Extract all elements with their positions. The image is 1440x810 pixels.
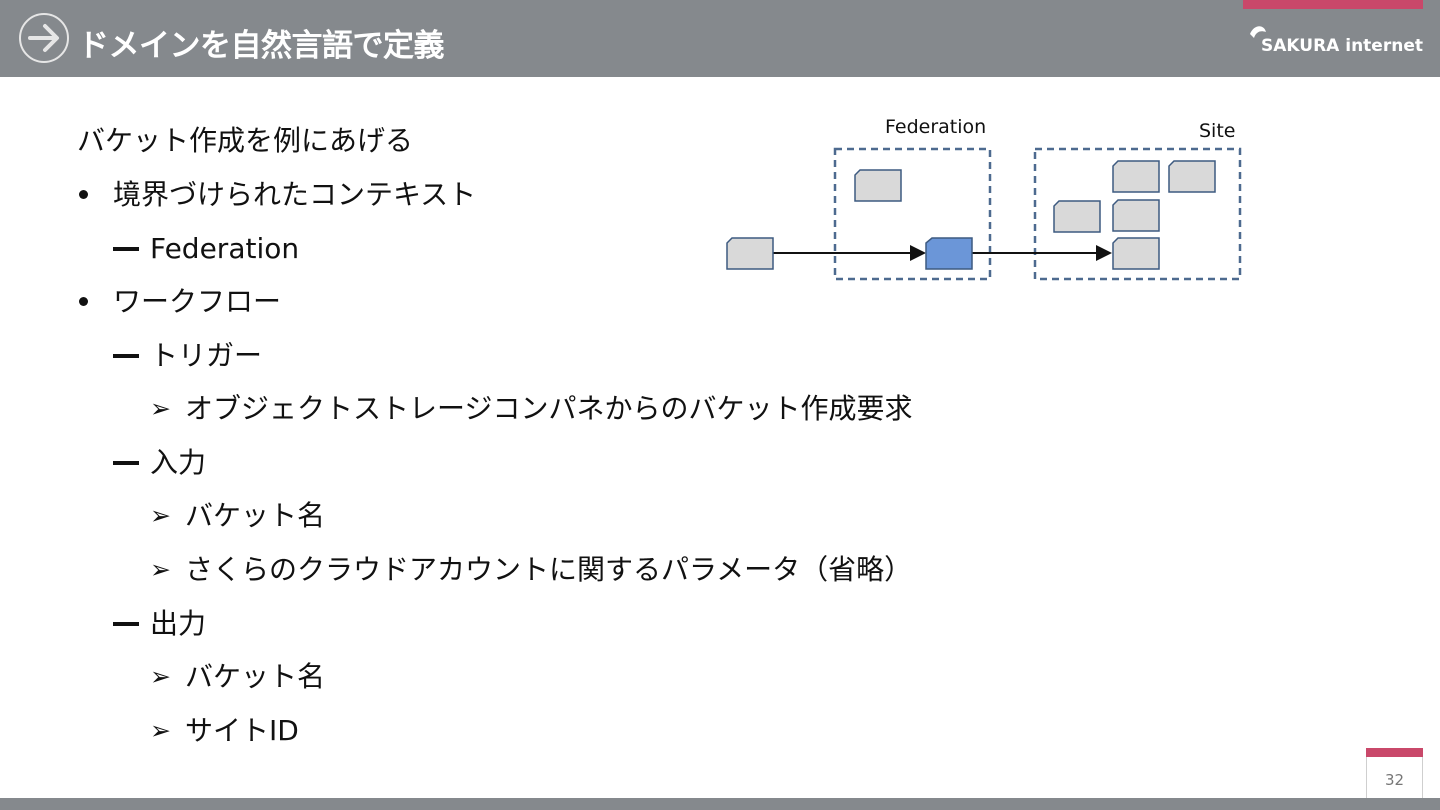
federation-label: Federation <box>885 116 987 138</box>
page-title: ドメインを自然言語で定義 <box>78 28 445 64</box>
sub-output: 出力 <box>150 607 207 640</box>
site-label: Site <box>1199 120 1236 142</box>
sakura-mark-icon <box>1250 26 1266 38</box>
item-output-bucket-name: バケット名 <box>185 660 326 693</box>
item-input-bucket-name: バケット名 <box>185 499 326 532</box>
dash-marker <box>113 622 139 626</box>
site-card <box>1053 200 1101 233</box>
logo-text: SAKURA internet <box>1261 36 1423 56</box>
arrowhead-marker: ➢ <box>150 501 171 530</box>
arrowhead-marker: ➢ <box>150 662 171 691</box>
sub-federation: Federation <box>150 232 300 265</box>
sakura-logo: SAKURA internet <box>1248 22 1423 60</box>
diagram-canvas <box>726 147 1242 281</box>
arrowhead-marker: ➢ <box>150 394 171 423</box>
page-number-box: 32 <box>1366 748 1423 803</box>
federation-card-active <box>925 237 973 270</box>
bullet-workflow: ワークフロー <box>113 285 282 318</box>
item-input-account-params: さくらのクラウドアカウントに関するパラメータ（省略） <box>185 553 913 586</box>
footer-bar <box>0 798 1440 810</box>
site-card <box>1168 160 1216 193</box>
bullet-context: 境界づけられたコンテキスト <box>113 178 477 211</box>
federation-card-idle <box>854 169 902 202</box>
sub-trigger: トリガー <box>150 339 263 372</box>
header-accent <box>1243 0 1423 9</box>
bullet-dot <box>79 297 88 306</box>
site-card <box>1112 237 1160 270</box>
federation-site-diagram: Federation Site <box>720 110 1280 300</box>
arrow-circle-icon <box>19 13 69 63</box>
site-box <box>1033 147 1242 281</box>
dash-marker <box>113 461 139 465</box>
page-number: 32 <box>1384 771 1405 789</box>
site-card <box>1112 199 1160 232</box>
item-trigger-request: オブジェクトストレージコンパネからのバケット作成要求 <box>185 392 913 425</box>
bullet-dot <box>79 190 88 199</box>
sub-input: 入力 <box>150 446 207 479</box>
arrowhead-marker: ➢ <box>150 716 171 745</box>
header-bar: ドメインを自然言語で定義 SAKURA internet <box>0 0 1440 77</box>
dash-marker <box>113 354 139 358</box>
arrowhead-marker: ➢ <box>150 555 171 584</box>
item-output-site-id: サイトID <box>185 714 299 747</box>
dash-marker <box>113 247 139 251</box>
site-card <box>1112 160 1160 193</box>
page-number-accent <box>1366 748 1423 757</box>
source-card <box>726 237 774 270</box>
federation-box <box>833 147 992 281</box>
intro-text: バケット作成を例にあげる <box>77 124 414 157</box>
